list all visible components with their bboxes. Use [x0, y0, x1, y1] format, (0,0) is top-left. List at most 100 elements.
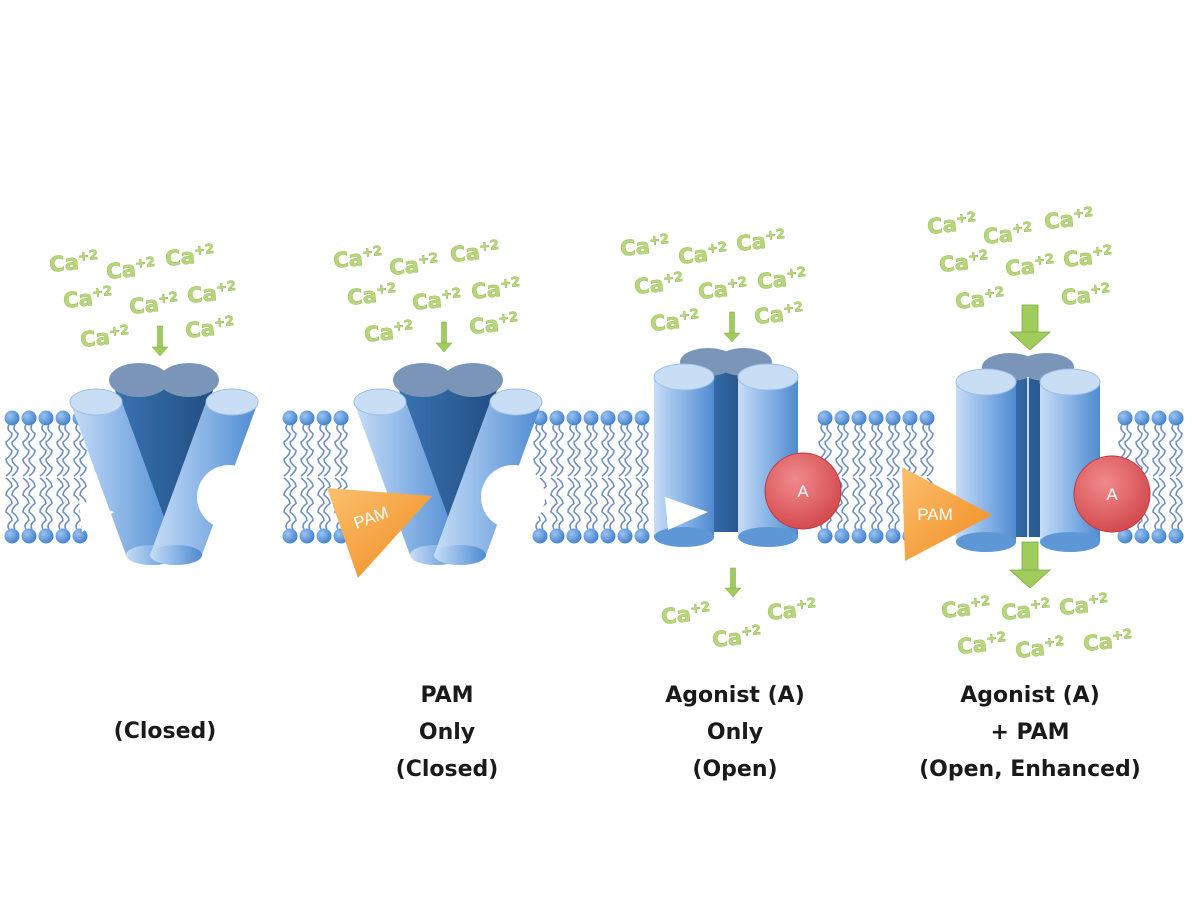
caption-line: (Closed)	[113, 719, 217, 744]
ion-symbol: Ca	[954, 287, 986, 314]
ion-symbol: Ca	[1082, 629, 1114, 656]
channel-subunit-top	[955, 368, 1017, 396]
channel-pore-closed	[112, 380, 216, 555]
calcium-ion: Ca+2	[184, 314, 236, 343]
lipid-head	[583, 410, 599, 426]
caption-line: (Open, Enhanced)	[919, 757, 1141, 782]
calcium-ion: Ca+2	[1060, 281, 1112, 310]
lipid-tail	[39, 477, 47, 530]
ion-symbol: Ca	[711, 625, 743, 652]
agonist-binding-pocket	[197, 465, 261, 529]
ion-symbol: Ca	[633, 272, 665, 299]
lipid-head	[885, 528, 901, 544]
lipid-tail	[73, 424, 81, 477]
lipid-tail	[22, 424, 30, 477]
lipid-tail	[5, 424, 13, 477]
caption-line: Agonist (A)	[665, 683, 805, 708]
lipid-tail	[306, 424, 314, 477]
lipid-tail	[22, 477, 30, 530]
channel-top-lobe	[159, 363, 219, 397]
lipid-tail	[11, 424, 19, 477]
ion-charge: +2	[1091, 243, 1112, 260]
lipid-head	[549, 528, 565, 544]
lipid-tail	[300, 477, 308, 530]
caption-line: Only	[418, 720, 476, 745]
ion-charge: +2	[983, 285, 1004, 302]
lipid-head	[868, 410, 884, 426]
pam-triangle	[902, 467, 992, 561]
pam-ligand: PAM	[327, 488, 432, 578]
lipid-tail	[289, 424, 297, 477]
lipid-segment	[4, 410, 88, 544]
calcium-ion: Ca+2	[79, 323, 131, 352]
lipid-tail	[73, 477, 81, 530]
lipid-head	[1168, 410, 1184, 426]
lipid-head	[817, 410, 833, 426]
calcium-ion: Ca+2	[926, 210, 978, 239]
lipid-tail	[62, 477, 70, 530]
calcium-ion: Ca+2	[388, 251, 440, 280]
channel-subunit-top	[1039, 368, 1101, 396]
ion-charge: +2	[764, 227, 785, 244]
channel-subunit-base	[434, 545, 486, 565]
ion-charge: +2	[392, 318, 413, 335]
caption-line: + PAM	[990, 720, 1070, 745]
lipid-tail	[56, 424, 64, 477]
lipid-head	[868, 528, 884, 544]
arrow-shaft	[729, 311, 735, 335]
lipid-tail	[841, 424, 849, 477]
ion-charge: +2	[1033, 252, 1054, 269]
lipid-head	[1151, 410, 1167, 426]
channel-subunit-body	[354, 402, 462, 555]
lipid-head	[834, 528, 850, 544]
ion-symbol: Ca	[1014, 636, 1046, 663]
lipid-tail	[909, 424, 917, 477]
lipid-head	[834, 410, 850, 426]
lipid-tail	[28, 477, 36, 530]
agonist-label: A	[1106, 485, 1118, 504]
lipid-tail	[573, 424, 581, 477]
lipid-head	[634, 410, 650, 426]
calcium-ion: Ca+2	[332, 244, 384, 273]
lipid-tail	[317, 477, 325, 530]
channel-subunit-base	[1040, 532, 1100, 552]
lipid-tail	[886, 477, 894, 530]
ion-symbol: Ca	[164, 244, 196, 271]
lipid-tail	[635, 424, 643, 477]
lipid-tail	[584, 424, 592, 477]
caption-closed: (Closed)	[45, 713, 285, 750]
calcium-ion: Ca+2	[938, 248, 990, 277]
lipid-tail	[852, 424, 860, 477]
ion-symbol: Ca	[1058, 593, 1090, 620]
caption-pam-only: PAM Only (Closed)	[327, 677, 567, 788]
ion-flow-arrow	[435, 321, 453, 353]
lipid-tail	[11, 477, 19, 530]
ion-charge: +2	[955, 210, 976, 227]
calcium-ion: Ca+2	[711, 623, 763, 652]
ion-flow-arrow-large	[1008, 304, 1052, 351]
arrow-head	[151, 346, 169, 357]
lipid-head	[55, 528, 71, 544]
closed-channel	[69, 363, 261, 565]
ion-charge: +2	[215, 279, 236, 296]
pam-binding-notch	[79, 500, 114, 532]
lipid-tail	[875, 477, 883, 530]
calcium-ion: Ca+2	[62, 284, 114, 313]
lipid-head	[299, 410, 315, 426]
channel-subunit-base	[738, 527, 798, 547]
ion-charge: +2	[499, 275, 520, 292]
lipid-tail	[641, 424, 649, 477]
lipid-head	[617, 410, 633, 426]
ion-symbol: Ca	[1060, 283, 1092, 310]
channel-subunit-top	[489, 388, 543, 416]
calcium-ion: Ca+2	[449, 238, 501, 267]
ion-charge: +2	[648, 232, 669, 249]
arrow-head	[1008, 331, 1052, 351]
lipid-head	[1117, 410, 1133, 426]
lipid-head	[282, 410, 298, 426]
lipid-head	[851, 528, 867, 544]
channel-subunit-base	[150, 545, 202, 565]
ion-symbol: Ca	[468, 312, 500, 339]
lipid-tail	[550, 477, 558, 530]
agonist-circle	[764, 452, 842, 530]
